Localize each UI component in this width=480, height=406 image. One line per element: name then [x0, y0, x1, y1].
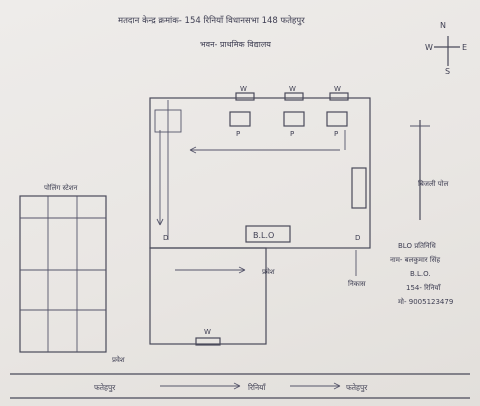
flow-arrow-left-head — [156, 218, 164, 226]
ballot-compartment — [351, 167, 367, 209]
compass-south: S — [445, 67, 450, 76]
flow-arrow-top-head — [189, 146, 197, 154]
road-arrow-1 — [160, 382, 241, 390]
exit-label: निकास — [348, 279, 366, 288]
verandah-arrow-head — [238, 266, 246, 274]
compass-north: N — [440, 21, 446, 30]
road-arrow-2 — [290, 382, 341, 390]
side-table-title: पोलिंग स्टेशन — [44, 183, 78, 192]
window-label-3: W — [334, 85, 341, 93]
info-line-2: B.L.O. — [410, 270, 431, 278]
table-p1 — [229, 111, 251, 127]
top-windows: W W W — [235, 85, 349, 101]
verandah-window-label: W — [204, 328, 211, 336]
pole: बिजली पोल — [410, 120, 449, 220]
table-label-3: P — [334, 130, 338, 138]
entry-label: प्रवेश — [262, 267, 275, 276]
door-left-label: D — [163, 234, 168, 242]
verandah-window — [195, 337, 221, 346]
road-mid-label: रिनियाँ — [248, 383, 266, 392]
table-label-2: P — [290, 130, 294, 138]
header-line-2: भवन- प्राथमिक विद्यालय — [200, 39, 271, 49]
info-line-1: नाम- बलकुमार सिंह — [390, 255, 440, 264]
side-room — [154, 109, 182, 133]
window-label-1: W — [240, 85, 247, 93]
table-p2 — [283, 111, 305, 127]
bottom-left-label: प्रवेश — [112, 355, 125, 364]
road: फतेहपुर रिनियाँ फतेहपुर — [10, 373, 470, 399]
table-p3 — [326, 111, 348, 127]
flow-arrows — [156, 130, 346, 226]
blo-info: BLO प्रतिनिधि नाम- बलकुमार सिंह B.L.O. 1… — [390, 241, 453, 306]
blo-box — [245, 225, 291, 243]
info-line-4: मो- 9005123479 — [398, 297, 453, 306]
table-label-1: P — [236, 130, 240, 138]
pole-label: बिजली पोल — [418, 179, 449, 188]
compass: N S E W — [425, 21, 467, 76]
compass-west: W — [425, 43, 433, 52]
side-table-grid — [19, 195, 107, 353]
polling-tables: P P P — [229, 111, 348, 138]
header-line-1: मतदान केन्द्र क्रमांक- 154 रिनियाँ विधान… — [118, 15, 305, 26]
window-3 — [329, 92, 349, 101]
window-label-2: W — [289, 85, 296, 93]
road-from-label: फतेहपुर — [94, 383, 116, 393]
road-to-label: फतेहपुर — [346, 383, 368, 393]
compass-east: E — [462, 43, 467, 52]
info-line-3: 154- रिनियाँ — [406, 283, 441, 292]
lower-verandah — [149, 247, 267, 345]
info-title: BLO प्रतिनिधि — [398, 241, 436, 250]
door-right-label: D — [355, 234, 360, 242]
window-1 — [235, 92, 255, 101]
window-2 — [284, 92, 304, 101]
blo-box-label: B.L.O — [253, 231, 274, 240]
side-table: पोलिंग स्टेशन — [19, 183, 107, 353]
